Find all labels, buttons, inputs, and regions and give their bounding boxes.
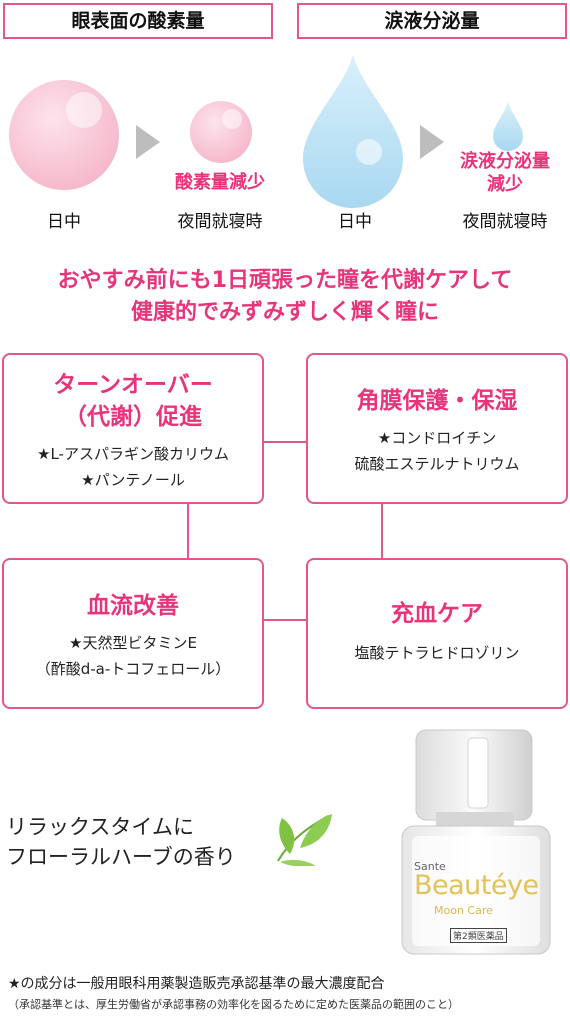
- headline-line2: 健康的でみずみずしく輝く瞳に: [130, 300, 439, 325]
- product-variant: Moon Care: [434, 904, 493, 917]
- tears-day-drop: [303, 55, 403, 208]
- feature-title: （代謝）促進: [64, 404, 202, 430]
- fragrance-line1: リラックスタイムに: [6, 815, 194, 839]
- footnote-line2: （承認基準とは、厚生労働省が承認事務の効率化を図るために定めた医薬品の範囲のこと…: [8, 998, 459, 1011]
- tears-night-label: 夜間就寝時: [462, 212, 548, 232]
- product-name: Beautéye: [414, 870, 539, 901]
- product-bottle: [401, 729, 551, 955]
- oxygen-illustration: [9, 80, 252, 190]
- feature-cornea-protection: 角膜保護・保湿 ★コンドロイチン 硫酸エステルナトリウム: [306, 353, 568, 504]
- feature-turnover: ターンオーバー （代謝）促進 ★L-アスパラギン酸カリウム ★パンテノール: [2, 353, 264, 504]
- fragrance-text: リラックスタイムに フローラルハーブの香り: [6, 812, 236, 872]
- connector-line: [263, 619, 307, 621]
- feature-ingredient: 塩酸テトラヒドロゾリン: [354, 644, 520, 662]
- feature-ingredient: ★コンドロイチン: [377, 429, 497, 447]
- headline-line1: おやすみ前にも1日頑張った瞳を代謝ケアして: [57, 268, 513, 293]
- tears-night-drop: [493, 102, 523, 151]
- feature-title: 角膜保護・保湿: [356, 388, 518, 414]
- feature-blood-flow: 血流改善 ★天然型ビタミンE （酢酸d-a-トコフェロール）: [2, 558, 264, 709]
- arrow-right-icon: [136, 125, 160, 159]
- tears-decrease-line2: 減少: [487, 174, 523, 195]
- oxygen-night-label: 夜間就寝時: [177, 212, 263, 232]
- arrow-right-icon: [420, 125, 444, 159]
- footnote-line1: ★の成分は一般用眼科用薬製造販売承認基準の最大濃度配合: [8, 976, 385, 992]
- connector-line: [381, 503, 383, 559]
- feature-title: ターンオーバー: [53, 372, 213, 398]
- headline: おやすみ前にも1日頑張った瞳を代謝ケアして 健康的でみずみずしく輝く瞳に: [0, 265, 570, 329]
- oxygen-night-sphere: [190, 101, 252, 163]
- fragrance-line2: フローラルハーブの香り: [6, 845, 236, 869]
- tears-day-label: 日中: [338, 212, 372, 232]
- oxygen-header: 眼表面の酸素量: [3, 3, 273, 39]
- feature-redness-care: 充血ケア 塩酸テトラヒドロゾリン: [306, 558, 568, 709]
- tears-illustration: [303, 55, 523, 208]
- connector-line: [263, 441, 307, 443]
- feature-ingredient: ★L-アスパラギン酸カリウム: [37, 445, 229, 463]
- feature-ingredient: 硫酸エステルナトリウム: [354, 455, 520, 473]
- feature-title: 充血ケア: [391, 601, 483, 627]
- oxygen-day-label: 日中: [47, 212, 81, 232]
- oxygen-day-sphere: [9, 80, 119, 190]
- tears-header: 涙液分泌量: [297, 3, 567, 39]
- oxygen-decrease-label: 酸素量減少: [175, 172, 265, 193]
- feature-ingredient: （酢酸d-a-トコフェロール）: [35, 660, 231, 678]
- feature-ingredient: ★パンテノール: [81, 471, 185, 489]
- feature-title: 血流改善: [87, 593, 179, 619]
- feature-ingredient: ★天然型ビタミンE: [69, 634, 197, 652]
- connector-line: [187, 503, 189, 559]
- tears-decrease-label: 涙液分泌量 減少: [445, 150, 565, 196]
- product-brand: Sante: [414, 860, 446, 873]
- product-class-label: 第2類医薬品: [450, 928, 507, 943]
- leaf-icon: [277, 814, 332, 866]
- tears-decrease-line1: 涙液分泌量: [460, 151, 550, 172]
